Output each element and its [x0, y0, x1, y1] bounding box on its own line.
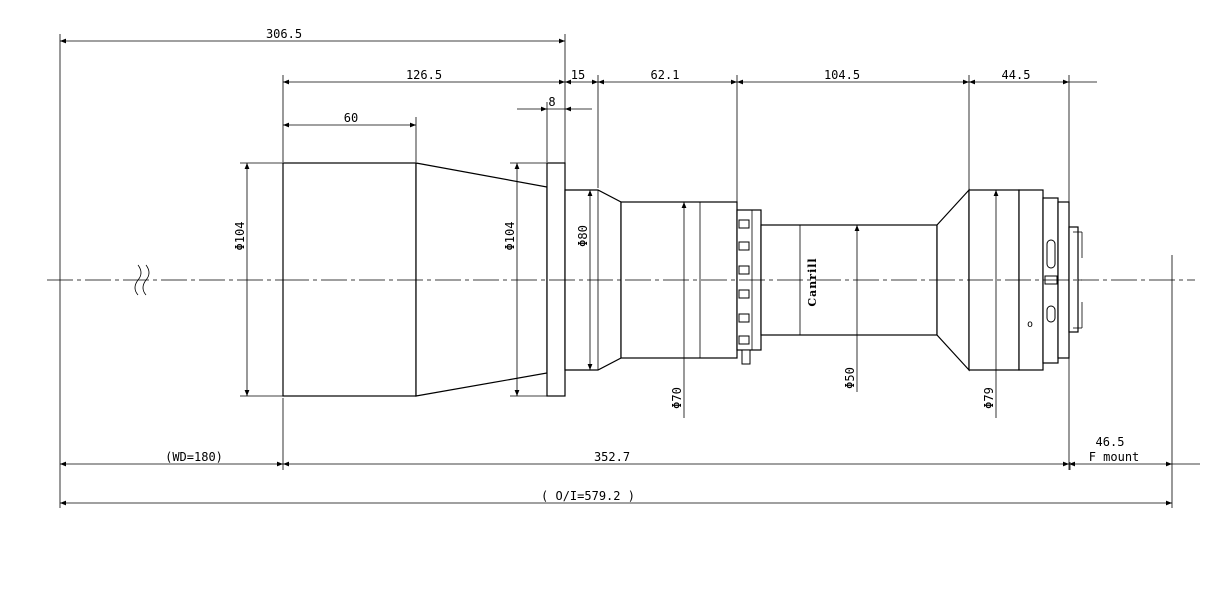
dim-dia-79: Φ79: [982, 387, 996, 409]
dim-section-b: 104.5: [824, 68, 860, 82]
dim-flange-width: 8: [548, 95, 555, 109]
dim-section-c: 44.5: [1002, 68, 1031, 82]
dim-hood-length: 126.5: [406, 68, 442, 82]
diameter-dimensions: [240, 162, 1071, 470]
mount-slot: [1046, 239, 1056, 269]
dim-working-distance: (WD=180): [165, 450, 223, 464]
hood-cone: [415, 162, 548, 397]
dim-flange-back: 46.5: [1096, 435, 1125, 449]
dim-dia-50: Φ50: [843, 367, 857, 389]
dim-lens-length: 352.7: [594, 450, 630, 464]
dim-hood-cyl: 60: [344, 111, 358, 125]
ring-knurl: [738, 219, 750, 345]
dim-dia-flange: Φ104: [503, 222, 517, 251]
lock-screw-icon: [741, 349, 751, 365]
brand-label: Canrill: [806, 257, 819, 306]
mount-slot-lower: [1046, 305, 1056, 323]
dim-overall-front: 306.5: [266, 27, 302, 41]
lens-body: [282, 162, 1083, 397]
aperture-mark: o: [1027, 319, 1033, 330]
horizontal-dimensions: [60, 38, 1200, 506]
dim-dia-hood: Φ104: [233, 222, 247, 251]
dim-dia-70: Φ70: [670, 387, 684, 409]
dim-section-a: 62.1: [651, 68, 680, 82]
dim-flange-offset: 15: [571, 68, 585, 82]
bayonet-flange: [1068, 226, 1079, 333]
dim-dia-80: Φ80: [576, 225, 590, 247]
dim-mount-type: F mount: [1089, 450, 1140, 464]
hood-cylinder: [282, 162, 417, 397]
front-flange: [546, 162, 566, 397]
dimension-labels: 306.5 126.5 15 62.1 104.5 44.5 8 60 Φ104…: [165, 27, 1139, 503]
dim-object-image: ( O/I=579.2 ): [541, 489, 635, 503]
